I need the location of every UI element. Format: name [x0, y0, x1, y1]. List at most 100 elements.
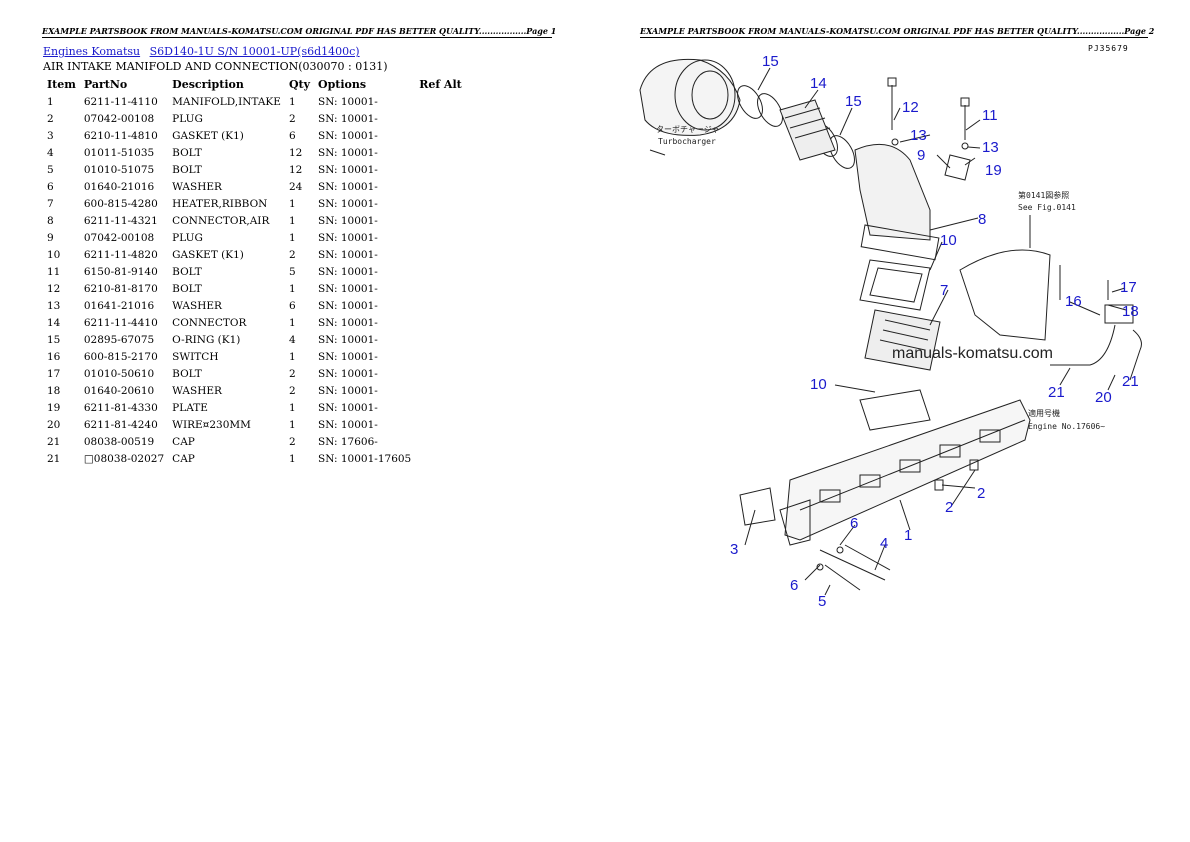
description-cell: PLUG: [172, 231, 203, 244]
callout-number: 8: [978, 211, 986, 228]
callout-number: 10: [810, 376, 827, 393]
refalt-cell: [415, 433, 466, 450]
qty-cell: 1: [288, 282, 296, 295]
options-cell: SN: 10001-: [318, 367, 378, 380]
refalt-cell: [415, 450, 466, 467]
col-item-header: Item: [47, 77, 76, 91]
description-cell: CONNECTOR,AIR: [172, 214, 270, 227]
section-title: AIR INTAKE MANIFOLD AND CONNECTION(03007…: [43, 60, 388, 73]
options-cell: SN: 10001-: [318, 163, 378, 176]
refalt-cell: [415, 399, 466, 416]
partno-cell: 600-815-4280: [83, 197, 158, 210]
description-cell: SWITCH: [172, 350, 219, 363]
description-cell: PLATE: [172, 401, 208, 414]
item-cell: 3: [47, 129, 54, 142]
qty-cell: 1: [288, 197, 296, 210]
engine-note-jp: 適用号機: [1028, 408, 1060, 418]
callout-number: 1: [904, 527, 912, 544]
watermark: manuals-komatsu.com: [892, 345, 1053, 362]
options-cell: SN: 10001-: [318, 384, 378, 397]
callout-number: 13: [982, 139, 999, 156]
callout-number: 2: [977, 485, 985, 502]
item-cell: 21: [47, 452, 61, 465]
options-cell: SN: 10001-: [318, 265, 378, 278]
item-cell: 12: [47, 282, 61, 295]
qty-cell: 6: [288, 129, 296, 142]
qty-cell: 12: [288, 146, 303, 159]
partno-cell: □08038-02027: [83, 452, 165, 465]
qty-cell: 1: [288, 231, 296, 244]
description-cell: BOLT: [172, 163, 202, 176]
options-cell: SN: 10001-: [318, 333, 378, 346]
breadcrumb-link-engines[interactable]: Engines Komatsu: [43, 45, 141, 58]
breadcrumb: Engines Komatsu S6D140-1U S/N 10001-UP(s…: [43, 45, 366, 58]
partno-cell: 07042-00108: [83, 112, 155, 125]
callout-number: 7: [940, 282, 948, 299]
partno-cell: 02895-67075: [83, 333, 155, 346]
item-cell: 13: [47, 299, 61, 312]
partno-cell: 6211-11-4820: [83, 248, 158, 261]
options-cell: SN: 10001-: [318, 248, 378, 261]
callout-number: 15: [762, 53, 779, 70]
description-cell: GASKET (K1): [172, 248, 244, 261]
item-cell: 6: [47, 180, 54, 193]
description-cell: BOLT: [172, 146, 202, 159]
description-cell: O-RING (K1): [172, 333, 241, 346]
callout-number: 9: [917, 147, 925, 164]
qty-cell: 1: [288, 350, 296, 363]
partno-cell: 01010-51075: [83, 163, 155, 176]
callout-number: 6: [850, 515, 858, 532]
page-header-2: EXAMPLE PARTSBOOK FROM MANUALS-KOMATSU.C…: [640, 26, 1155, 38]
refalt-cell: [415, 144, 466, 161]
refalt-cell: [415, 178, 466, 195]
item-cell: 17: [47, 367, 61, 380]
item-cell: 5: [47, 163, 54, 176]
refalt-cell: [415, 195, 466, 212]
refalt-cell: [415, 382, 466, 399]
callout-number: 14: [810, 75, 827, 92]
options-cell: SN: 10001-: [318, 231, 378, 244]
col-qty-header: Qty: [288, 77, 310, 91]
options-cell: SN: 10001-: [318, 299, 378, 312]
breadcrumb-link-model[interactable]: S6D140-1U S/N 10001-UP(s6d1400c): [149, 45, 360, 58]
col-refalt-header: Ref Alt: [419, 77, 462, 91]
refalt-cell: [415, 365, 466, 382]
partno-cell: 6211-81-4330: [83, 401, 158, 414]
refalt-cell: [415, 161, 466, 178]
options-cell: SN: 10001-: [318, 146, 378, 159]
col-description-header: Description: [172, 77, 244, 91]
item-cell: 15: [47, 333, 61, 346]
refalt-cell: [415, 110, 466, 127]
partno-cell: 6211-11-4110: [83, 95, 158, 108]
callout-number: 21: [1122, 373, 1139, 390]
refalt-cell: [415, 314, 466, 331]
item-cell: 2: [47, 112, 54, 125]
callout-number: 17: [1120, 279, 1137, 296]
callout-number: 18: [1122, 303, 1139, 320]
parts-table: Item PartNo Description Qty Options Ref …: [43, 76, 466, 467]
description-cell: HEATER,RIBBON: [172, 197, 268, 210]
qty-cell: 2: [288, 384, 296, 397]
description-cell: MANIFOLD,INTAKE: [172, 95, 281, 108]
callout-number: 19: [985, 162, 1002, 179]
callout-number: 11: [982, 107, 998, 124]
options-cell: SN: 10001-: [318, 129, 378, 142]
qty-cell: 1: [288, 418, 296, 431]
description-cell: CONNECTOR: [172, 316, 247, 329]
qty-cell: 1: [288, 214, 296, 227]
callout-number: 12: [902, 99, 919, 116]
options-cell: SN: 10001-: [318, 316, 378, 329]
qty-cell: 6: [288, 299, 296, 312]
item-cell: 14: [47, 316, 61, 329]
refalt-cell: [415, 416, 466, 433]
item-cell: 20: [47, 418, 61, 431]
